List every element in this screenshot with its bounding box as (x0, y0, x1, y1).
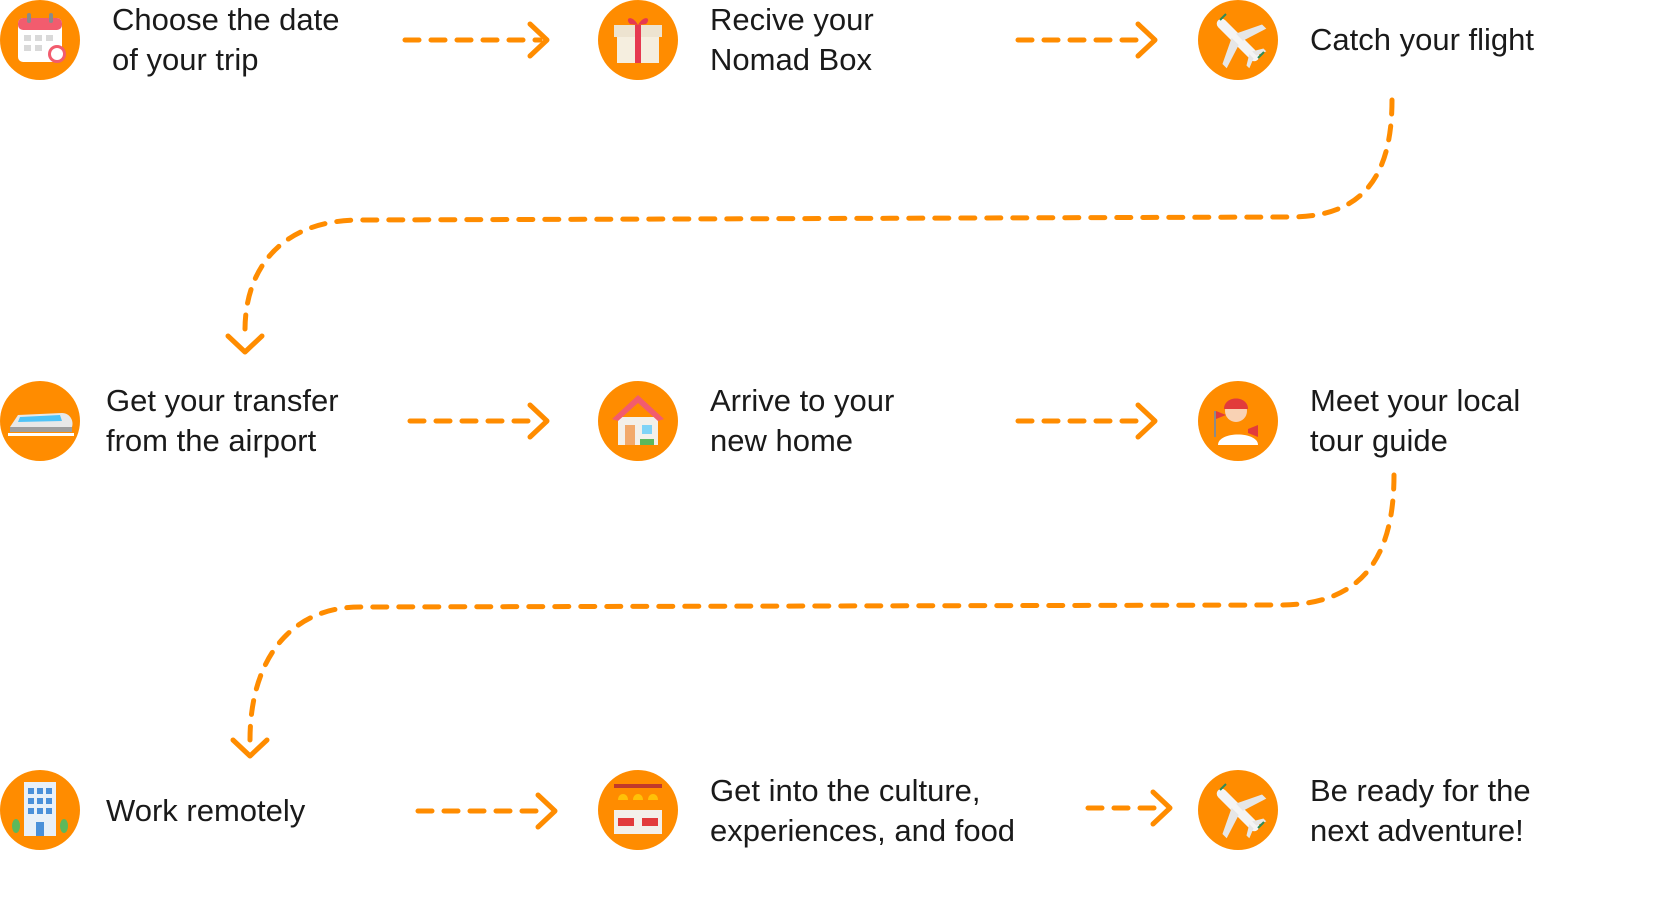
airplane-icon (1198, 0, 1278, 80)
connector-3-4 (242, 97, 1395, 333)
step-3-label: Catch your flight (1310, 22, 1534, 57)
house-icon (598, 381, 678, 461)
arrowhead-8 (1150, 789, 1173, 827)
arrowhead-3 (225, 333, 265, 355)
train-icon (0, 381, 80, 461)
connector-6-7 (247, 472, 1397, 743)
arrowhead-6 (230, 737, 270, 759)
arrowhead-7 (535, 792, 558, 830)
arrowhead-1 (527, 21, 550, 59)
calendar-icon (0, 0, 80, 80)
tour-guide-icon (1198, 381, 1278, 461)
gift-box-icon (598, 0, 678, 80)
arrowhead-5 (1135, 402, 1158, 440)
step-7-label: Work remotely (106, 793, 306, 828)
step-8-label: Get into the culture,experiences, and fo… (710, 773, 1016, 848)
arrowhead-2 (1135, 21, 1158, 59)
airplane-icon (1198, 770, 1278, 850)
building-icon (0, 770, 80, 850)
restaurant-icon (598, 770, 678, 850)
arrowhead-4 (527, 402, 550, 440)
